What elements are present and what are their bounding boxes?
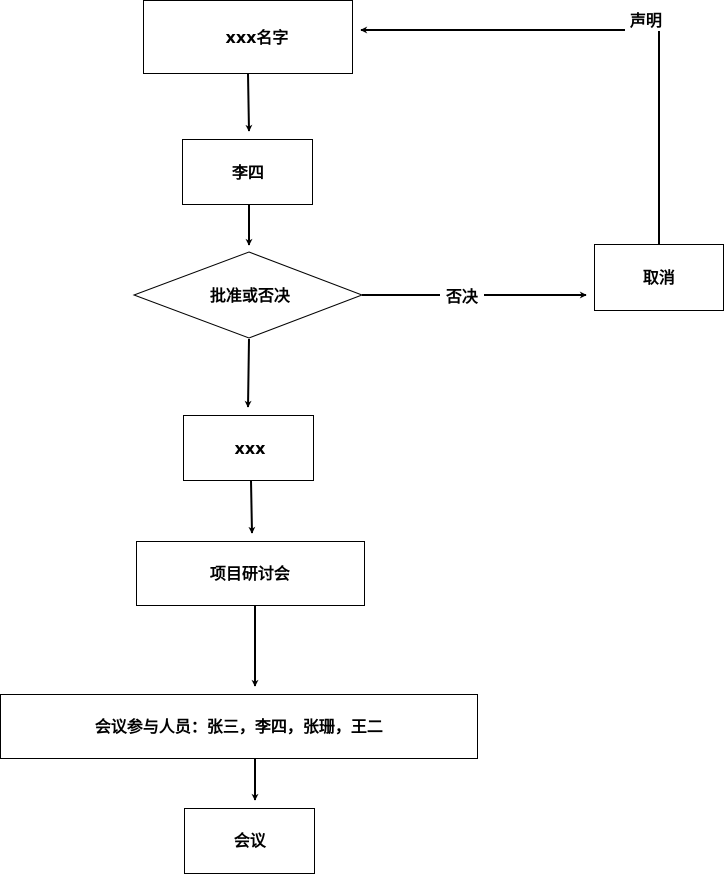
node-meeting[interactable]: 会议 bbox=[184, 808, 315, 874]
edge-label-statement: 声明 bbox=[629, 11, 662, 30]
edge-label-reject: 否决 bbox=[445, 287, 479, 306]
node-cancel-label: 取消 bbox=[643, 268, 675, 287]
node-decision[interactable]: 批准或否决 bbox=[132, 251, 364, 339]
node-name-label: xxx名字 bbox=[226, 28, 289, 47]
node-seminar-box bbox=[136, 541, 365, 606]
node-xxx-box bbox=[183, 415, 314, 481]
node-meeting-label: 会议 bbox=[234, 831, 267, 850]
node-seminar[interactable]: 项目研讨会 bbox=[136, 541, 365, 606]
node-seminar-label: 项目研讨会 bbox=[210, 564, 290, 583]
node-name[interactable]: xxx名字 bbox=[143, 0, 353, 74]
node-cancel-box bbox=[594, 244, 724, 311]
node-lisi-box bbox=[182, 139, 313, 205]
edge-xxx-to-seminar bbox=[248, 480, 256, 534]
edge-decision-to-xxx bbox=[244, 338, 252, 408]
edge-name-to-lisi bbox=[245, 73, 253, 132]
node-participants[interactable]: 会议参与人员：张三，李四，张珊，王二 bbox=[0, 694, 478, 759]
node-xxx[interactable]: xxx bbox=[183, 415, 314, 481]
edge-label-reject-bg bbox=[440, 284, 484, 306]
node-cancel[interactable]: 取消 bbox=[594, 244, 724, 311]
edge-cancel-to-name bbox=[360, 26, 660, 244]
node-participants-label: 会议参与人员：张三，李四，张珊，王二 bbox=[95, 717, 383, 736]
node-lisi-label: 李四 bbox=[231, 163, 264, 182]
node-meeting-box bbox=[184, 808, 315, 874]
node-name-box bbox=[143, 0, 353, 74]
node-lisi[interactable]: 李四 bbox=[182, 139, 313, 205]
edge-label-statement-bg bbox=[625, 9, 667, 31]
node-decision-label: 批准或否决 bbox=[210, 286, 291, 305]
node-decision-diamond bbox=[132, 251, 364, 339]
node-xxx-label: xxx bbox=[235, 439, 267, 458]
node-participants-box bbox=[0, 694, 478, 759]
